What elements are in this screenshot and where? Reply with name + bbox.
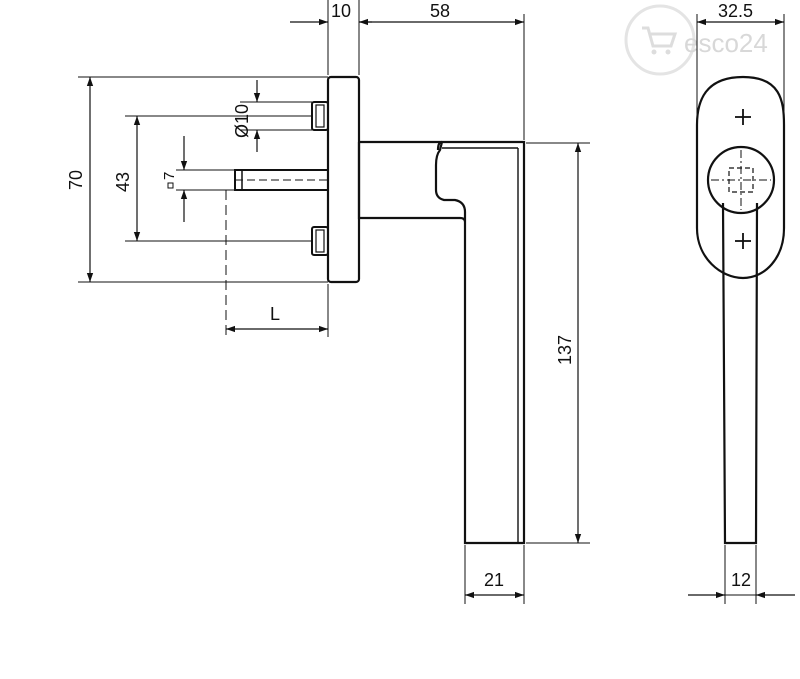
front-dimensions: 32.5 12 [688,1,795,604]
dim-handle-length: 137 [555,335,575,365]
square-symbol-icon [167,182,174,189]
dim-screw-spacing: 43 [113,172,133,192]
watermark-text: esco24 [684,28,768,58]
handle-lever [357,140,526,545]
top-screw [311,101,329,131]
dim-screw-diameter: Ø10 [232,104,252,138]
screw-cross-icon [735,109,751,249]
front-view [695,75,786,545]
dim-handle-projection: 58 [430,1,450,21]
square-spindle [234,169,329,191]
dim-square-spindle: 7 [161,172,178,180]
dim-rose-height: 70 [66,170,86,190]
side-dimensions: 10 58 70 43 7 Ø10 L 1 [66,0,590,604]
rose-plate [326,75,361,284]
cart-icon [642,26,678,48]
bottom-screw [311,226,329,256]
side-view [234,75,526,545]
rose-oval [695,75,786,280]
dim-handle-width-side: 21 [484,570,504,590]
lever-front [721,202,759,545]
dim-handle-width-front: 12 [731,570,751,590]
dim-spindle-length: L [270,304,280,324]
dim-rose-width: 32.5 [718,1,753,21]
handle-hub [706,145,776,215]
dim-plate-thickness: 10 [331,1,351,21]
watermark-logo: esco24 [624,4,768,76]
